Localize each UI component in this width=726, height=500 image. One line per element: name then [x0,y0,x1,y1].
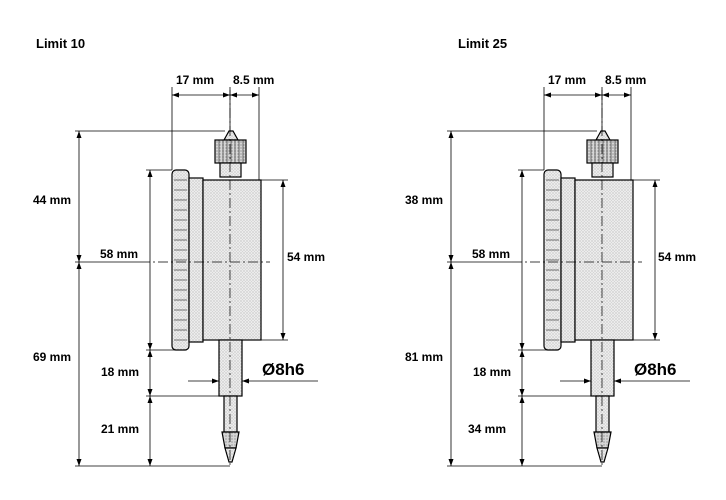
dim-width-left: 17 mm [176,73,215,87]
gauge-title: Limit 10 [36,36,86,51]
dim-bezel-diameter: 58 mm [100,247,139,261]
dim-stem-diameter: Ø8h6 [262,360,305,379]
dim-stem-lower: 34 mm [468,422,507,436]
dim-body-diameter: 54 mm [287,250,326,264]
gauge-body [543,130,634,463]
gauge-body [171,130,262,463]
gauge-title: Limit 25 [458,36,508,51]
dim-width-right: 8.5 mm [233,73,275,87]
dim-bezel-diameter: 58 mm [472,247,511,261]
gauge-limit-10 [75,87,318,468]
dim-height-bottom: 69 mm [33,350,72,364]
dim-width-left: 17 mm [548,73,587,87]
dim-stem-upper: 18 mm [473,365,512,379]
dim-stem-diameter: Ø8h6 [634,360,677,379]
dim-stem-lower: 21 mm [101,422,140,436]
dim-body-diameter: 54 mm [658,250,697,264]
dim-width-right: 8.5 mm [605,73,647,87]
dim-height-bottom: 81 mm [405,350,444,364]
dim-height-top: 44 mm [33,193,72,207]
dim-height-top: 38 mm [405,193,444,207]
dim-stem-upper: 18 mm [101,365,140,379]
gauge-limit-25 [447,87,690,468]
